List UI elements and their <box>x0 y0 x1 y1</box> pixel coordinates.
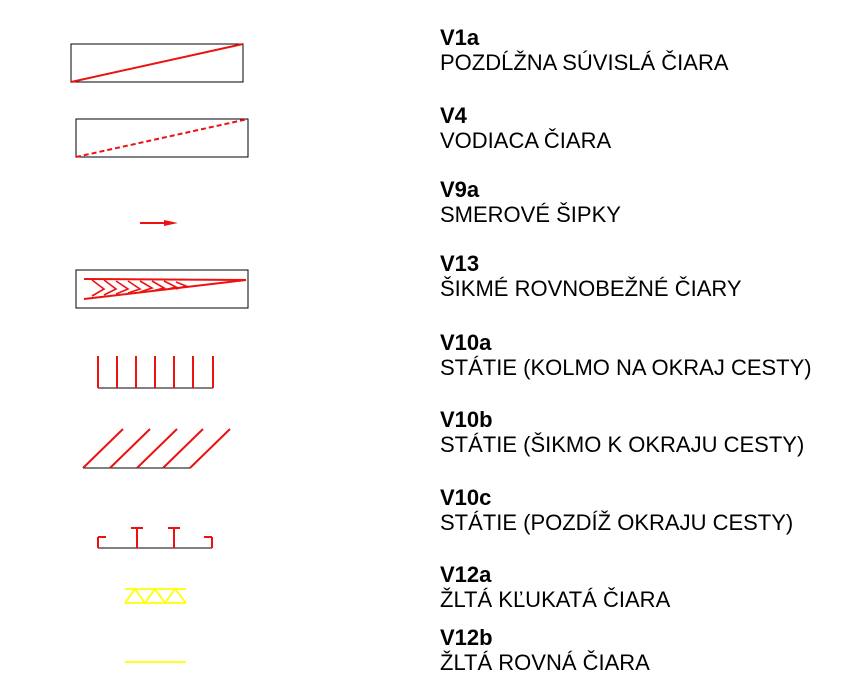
legend-item-v13: V13 ŠIKMÉ ROVNOBEŽNÉ ČIARY <box>440 252 742 302</box>
marking-code: V10c <box>440 485 492 510</box>
legend-item-v12a: V12a ŽLTÁ KĽUKATÁ ČIARA <box>440 563 670 613</box>
legend-item-v9a: V9a SMEROVÉ ŠIPKY <box>440 178 621 228</box>
legend-item-v10c: V10c STÁTIE (POZDÍŽ OKRAJU CESTY) <box>440 486 793 536</box>
v9a-arrow-symbol <box>140 220 178 226</box>
legend-item-v1a: V1a POZDĹŽNA SÚVISLÁ ČIARA <box>440 26 729 76</box>
marking-code: V1a <box>440 25 480 50</box>
marking-code: V10b <box>440 407 493 432</box>
marking-code: V4 <box>440 103 467 128</box>
legend-item-v4: V4 VODIACA ČIARA <box>440 104 611 154</box>
v10c-symbol <box>97 527 213 549</box>
marking-code: V12b <box>440 625 493 650</box>
marking-label: ŠIKMÉ ROVNOBEŽNÉ ČIARY <box>440 276 742 301</box>
marking-label: ŽLTÁ ROVNÁ ČIARA <box>440 650 650 675</box>
marking-label: STÁTIE (POZDÍŽ OKRAJU CESTY) <box>440 510 794 535</box>
v12a-symbol <box>124 587 187 605</box>
v10b-symbol <box>82 428 231 469</box>
marking-code: V10a <box>440 330 492 355</box>
v10a-symbol <box>97 356 214 389</box>
legend-item-v10a: V10a STÁTIE (KOLMO NA OKRAJ CESTY) <box>440 331 812 381</box>
v1a-symbol <box>70 43 244 83</box>
marking-label: ŽLTÁ KĽUKATÁ ČIARA <box>440 587 671 612</box>
marking-code: V12a <box>440 562 492 587</box>
marking-label: VODIACA ČIARA <box>440 128 612 153</box>
legend-item-v12b: V12b ŽLTÁ ROVNÁ ČIARA <box>440 626 650 676</box>
v4-symbol <box>75 118 249 158</box>
marking-label: STÁTIE (ŠIKMO K OKRAJU CESTY) <box>440 432 805 457</box>
legend-item-v10b: V10b STÁTIE (ŠIKMO K OKRAJU CESTY) <box>440 408 804 458</box>
marking-label: STÁTIE (KOLMO NA OKRAJ CESTY) <box>440 355 812 380</box>
marking-code: V13 <box>440 251 480 276</box>
marking-code: V9a <box>440 177 480 202</box>
v13-symbol <box>75 269 249 309</box>
marking-label: SMEROVÉ ŠIPKY <box>440 202 621 227</box>
marking-label: POZDĹŽNA SÚVISLÁ ČIARA <box>440 50 729 75</box>
